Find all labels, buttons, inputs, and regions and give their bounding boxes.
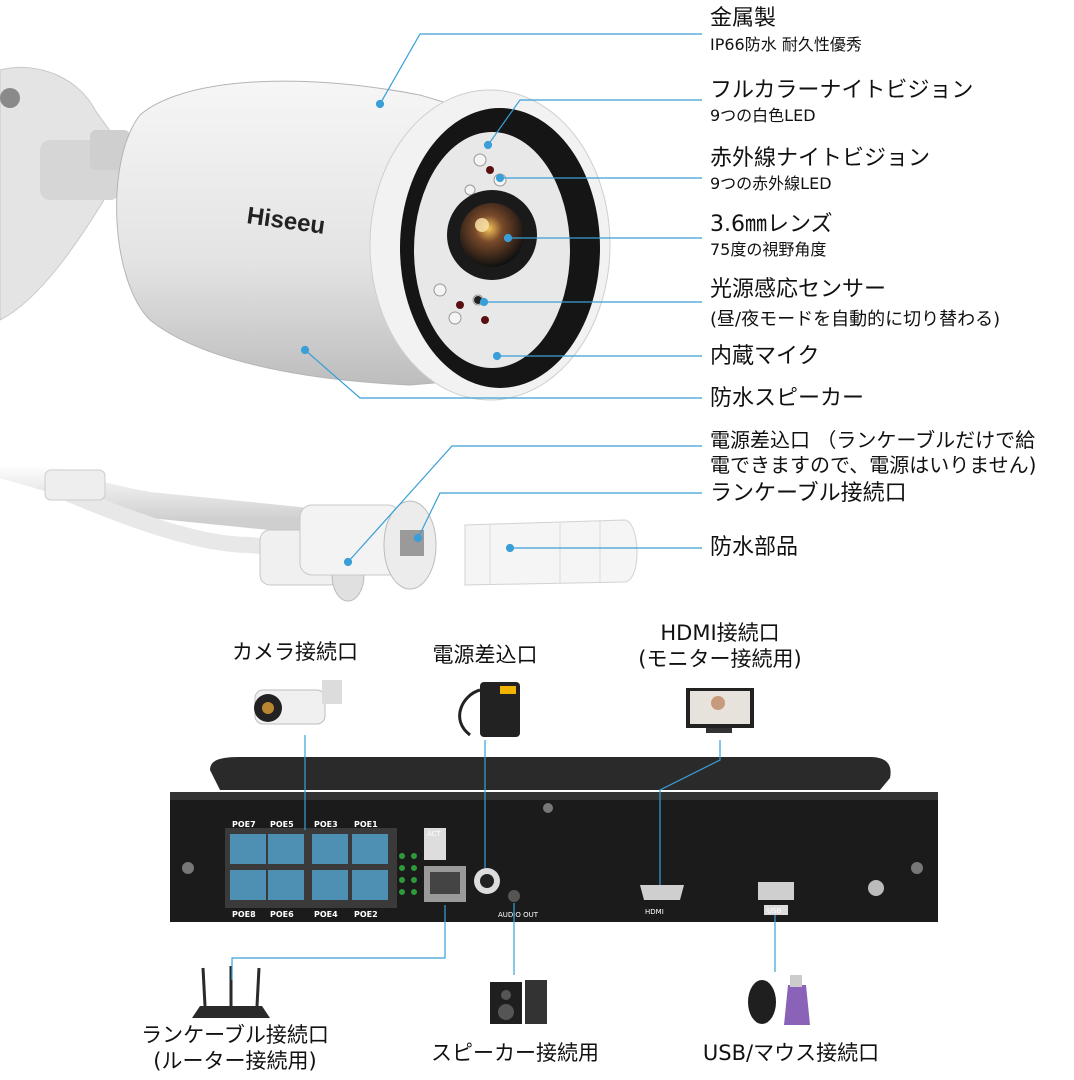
- monitor-icon: [686, 688, 754, 733]
- feature-metal-title: 金属製: [710, 6, 777, 31]
- feature-mic-title: 内蔵マイク: [710, 344, 820, 369]
- usb-mark: USB: [767, 907, 782, 915]
- camera-port-label: カメラ接続口: [232, 640, 358, 664]
- power-port-label: 電源差込口: [432, 643, 538, 667]
- usb-label: USB/マウス接続口: [702, 1041, 880, 1065]
- cable-waterproof-title: 防水部品: [710, 535, 799, 560]
- poe-label-bottom: POE8: [232, 910, 256, 919]
- feature-color-night-desc: 9つの白色LED: [710, 106, 816, 125]
- poe-label-top: POE1: [354, 820, 378, 829]
- cable-lan-title: ランケーブル接続口: [710, 481, 907, 506]
- router-icon: [192, 966, 270, 1018]
- feature-metal-desc: IP66防水 耐久性優秀: [710, 35, 862, 54]
- poe-label-bottom: POE4: [314, 910, 338, 919]
- poe-port: [268, 834, 304, 864]
- power-adapter-icon: [458, 682, 520, 737]
- usb-mouse-icon: [748, 975, 810, 1025]
- feature-lens-desc: 75度の視野角度: [710, 240, 827, 259]
- speaker-icon: [490, 980, 547, 1024]
- poe-port: [230, 870, 266, 900]
- poe-label-top: POE7: [232, 820, 256, 829]
- poe-port: [268, 870, 304, 900]
- poe-port: [352, 834, 388, 864]
- hdmi-port-label: HDMI接続口: [660, 621, 780, 645]
- feature-speaker-title: 防水スピーカー: [710, 386, 865, 411]
- nvr-leader-lines: [231, 735, 776, 980]
- feature-color-night-title: フルカラーナイトビジョン: [710, 78, 974, 103]
- cable-power-title: 電源差込口 （ランケーブルだけで給: [710, 428, 1036, 452]
- camera-cable: [0, 452, 638, 602]
- poe-port: [312, 870, 348, 900]
- small-camera-icon: [254, 680, 342, 725]
- poe-port: [312, 834, 348, 864]
- poe-label-bottom: POE6: [270, 910, 294, 919]
- lan-port-label: ランケーブル接続口: [141, 1023, 329, 1047]
- feature-light-sensor-desc: (昼/夜モードを自動的に切り替わる): [710, 309, 1001, 330]
- speaker-label: スピーカー接続用: [431, 1041, 599, 1065]
- cable-power-desc: 電できますので、電源はいりません): [710, 453, 1037, 477]
- feature-ir-night-desc: 9つの赤外線LED: [710, 174, 832, 193]
- audio-out-label: AUDIO OUT: [498, 911, 539, 919]
- poe-label-top: POE3: [314, 820, 338, 829]
- act-label: ACT: [427, 830, 442, 838]
- feature-lens-title: 3.6㎜レンズ: [710, 212, 833, 237]
- poe-port: [352, 870, 388, 900]
- hdmi-port-note: (モニター接続用): [638, 647, 802, 671]
- poe-label-top: POE5: [270, 820, 294, 829]
- lan-port-note: (ルーター接続用): [153, 1049, 317, 1073]
- camera-leader-lines: [300, 33, 702, 567]
- feature-light-sensor-title: 光源感応センサー: [710, 277, 887, 302]
- poe-label-bottom: POE2: [354, 910, 378, 919]
- feature-ir-night-title: 赤外線ナイトビジョン: [710, 146, 931, 171]
- poe-port: [230, 834, 266, 864]
- hdmi-mark: HDMI: [645, 908, 664, 916]
